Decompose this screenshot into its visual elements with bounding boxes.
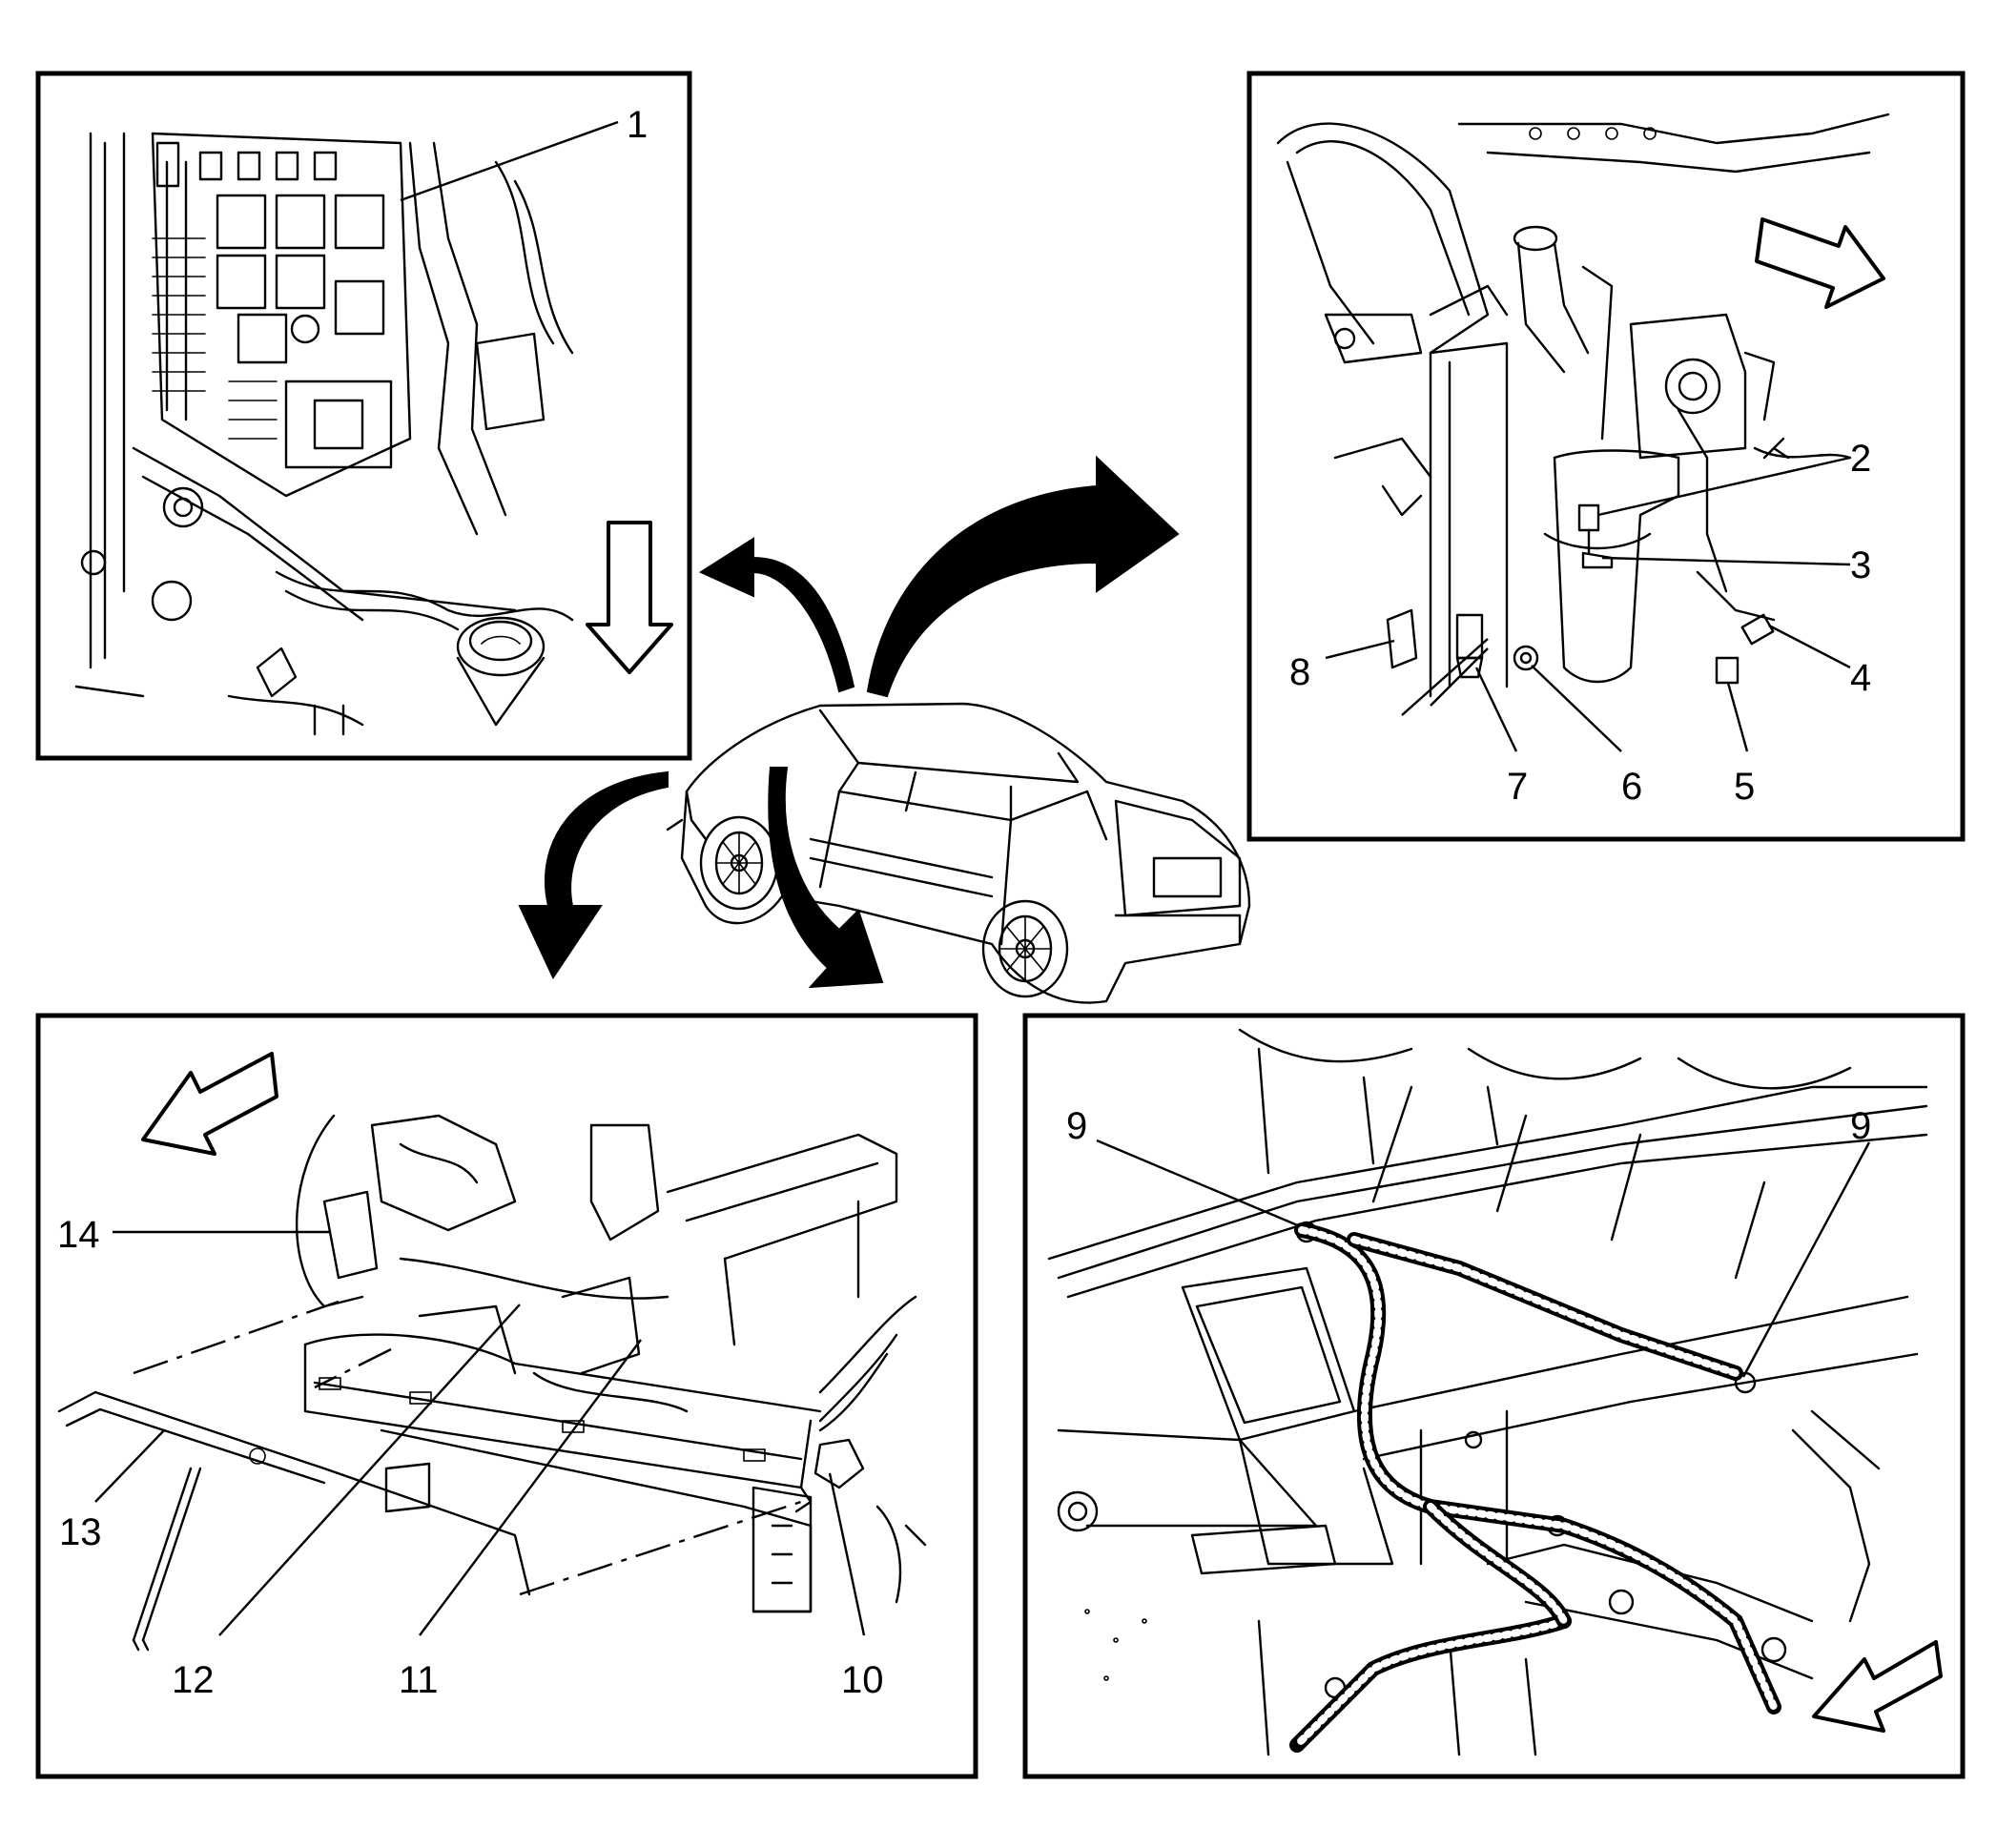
curved-arrow-up-right-icon [866, 455, 1180, 698]
callout-3: 3 [1850, 544, 1871, 586]
panel-front-frame-area: 2 3 4 5 6 7 8 [1246, 71, 1966, 842]
callout-12: 12 [172, 1659, 215, 1701]
pointer-arrows [518, 455, 1180, 989]
callout-1: 1 [627, 104, 648, 146]
vehicle-overview [518, 455, 1251, 1004]
panel-underhood-fuse-block: 1 [35, 71, 692, 761]
callout-13: 13 [59, 1511, 102, 1553]
panel-frame-bottom-right [1022, 1013, 1966, 1779]
panel-front-bumper-bar: 14 13 12 11 10 [35, 1013, 978, 1779]
direction-arrow-down-left-icon [1812, 1640, 1943, 1733]
sedan-drawing [666, 702, 1251, 1004]
callout-6: 6 [1621, 766, 1642, 808]
callout-10: 10 [841, 1659, 884, 1701]
callout-11: 11 [399, 1659, 439, 1701]
callout-4: 4 [1850, 657, 1871, 699]
callout-leader-1 [400, 120, 619, 202]
curved-arrow-up-left-icon [698, 537, 855, 693]
callout-8: 8 [1289, 651, 1310, 693]
fuse-block-drawing [74, 132, 574, 736]
callout-5: 5 [1734, 766, 1755, 808]
callout-14: 14 [57, 1214, 100, 1256]
panel-frame-top-left [35, 71, 692, 761]
callout-7: 7 [1507, 766, 1528, 808]
curved-arrow-down-left-icon [518, 770, 669, 980]
curved-arrow-down-right-icon [768, 767, 884, 989]
direction-arrow-down-icon [586, 521, 673, 674]
bumper-bar-drawing [57, 1114, 927, 1652]
direction-arrow-down-left-icon [141, 1052, 278, 1156]
callout-9-right: 9 [1850, 1105, 1871, 1147]
rear-underbody-drawing [1047, 1028, 1928, 1756]
callout-2: 2 [1850, 438, 1871, 480]
callout-9-left: 9 [1066, 1105, 1087, 1147]
panel-rear-harness-routing: 9 9 [1022, 1013, 1966, 1779]
front-frame-drawing [1276, 113, 1890, 698]
wiring-harness [1289, 1222, 1781, 1753]
direction-arrow-down-right-icon [1755, 217, 1885, 309]
